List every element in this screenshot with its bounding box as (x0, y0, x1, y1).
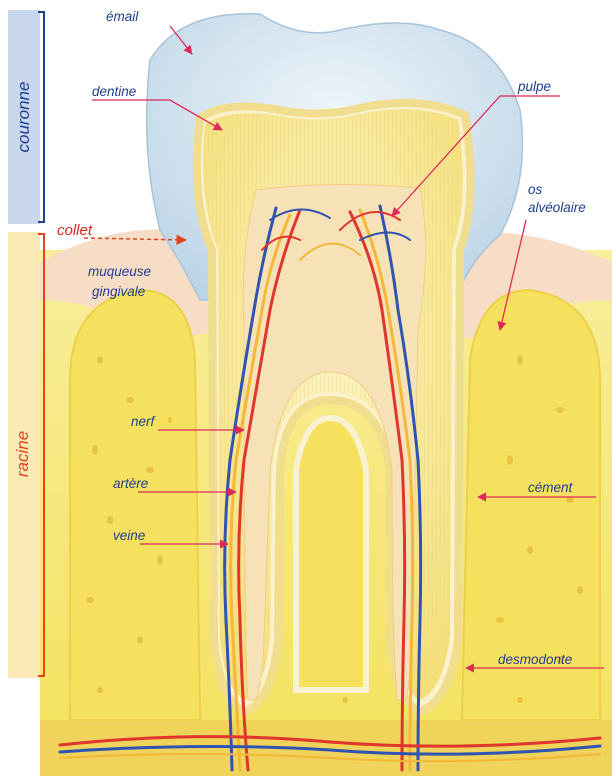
racine-label: racine (13, 423, 33, 485)
collet-label: collet (57, 223, 92, 238)
email-label: émail (106, 9, 138, 24)
veine-label: veine (113, 528, 145, 543)
dentine-label: dentine (92, 84, 136, 99)
desmodonte-label: desmodonte (498, 652, 572, 667)
os-label-line1: os (528, 182, 542, 197)
alveolar-bone-left (70, 290, 200, 720)
os-label-line2: alvéolaire (528, 200, 586, 215)
muqueuse-label-line1: muqueuse (88, 264, 151, 279)
interradicular-zone (296, 418, 366, 690)
cement-label: cément (528, 480, 572, 495)
nerf-label: nerf (131, 414, 154, 429)
artere-label: artère (113, 476, 148, 491)
couronne-label: couronne (14, 76, 34, 158)
muqueuse-label-line2: gingivale (92, 284, 145, 299)
pulpe-label: pulpe (518, 79, 551, 94)
